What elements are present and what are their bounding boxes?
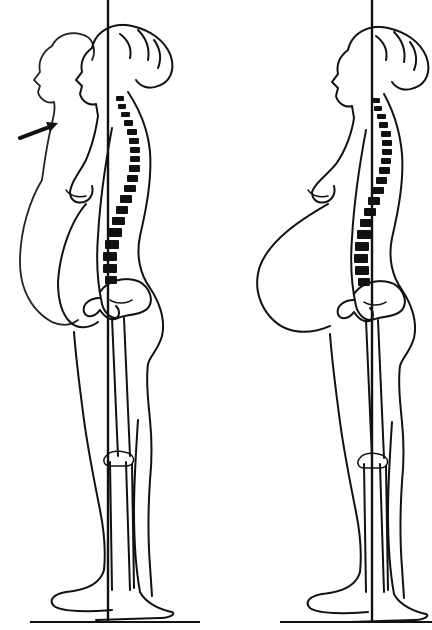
- left-pelvis-detail: [110, 300, 132, 303]
- left-tibia: [110, 462, 134, 590]
- left-hair: [92, 25, 172, 88]
- right-tibia: [364, 464, 388, 592]
- right-head-outline: [332, 50, 354, 118]
- left-femur: [112, 318, 130, 456]
- right-femur: [366, 320, 384, 458]
- right-hair: [348, 27, 428, 90]
- right-breast-detail: [308, 190, 328, 197]
- left-leg-front: [52, 332, 112, 611]
- right-leg-front: [308, 334, 368, 613]
- left-head-outline: [76, 48, 98, 116]
- left-front-contour: [58, 116, 98, 327]
- left-breast-detail: [66, 190, 86, 197]
- right-front-contour: [257, 118, 354, 332]
- left-figure: [20, 0, 173, 622]
- arrow-icon: [20, 122, 58, 138]
- right-pelvis-detail: [364, 302, 386, 305]
- right-figure: [257, 0, 428, 622]
- right-leg-back: [350, 422, 427, 622]
- left-ghost-outline: [20, 33, 94, 325]
- left-pelvis: [84, 279, 151, 319]
